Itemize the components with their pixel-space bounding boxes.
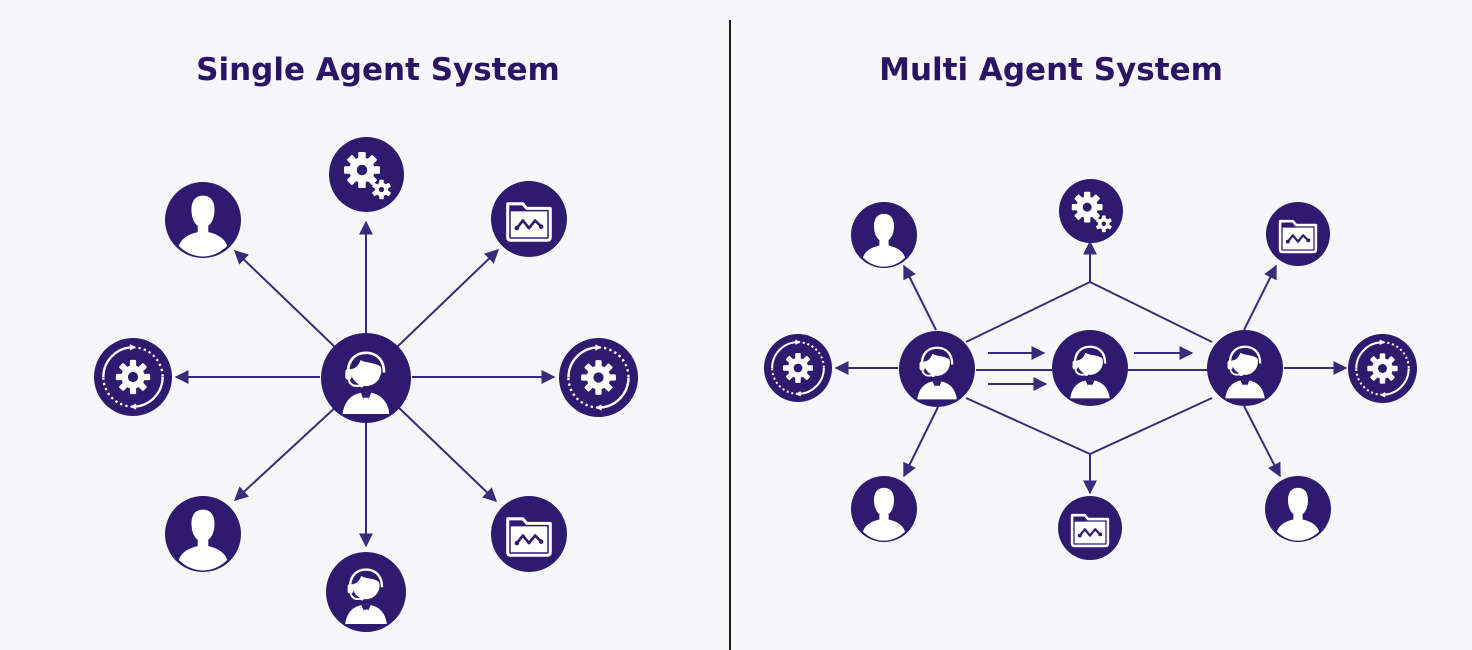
agent-icon xyxy=(899,331,975,407)
connector-to-user-bottom-left xyxy=(903,406,939,478)
diamond-edge xyxy=(1089,281,1213,343)
user-icon xyxy=(165,496,241,572)
user-icon xyxy=(851,202,917,268)
cycle-gear-icon xyxy=(764,334,832,402)
folder-icon xyxy=(1266,202,1330,266)
folder-icon xyxy=(1058,496,1122,560)
connector-to-folder-top-right xyxy=(1243,264,1277,331)
diamond-edge xyxy=(1089,397,1213,455)
user-icon xyxy=(165,182,241,258)
cycle-gear-icon xyxy=(559,338,638,417)
connector-to-top-right xyxy=(395,249,500,349)
multi-agent-connectors xyxy=(834,240,1348,495)
user-icon xyxy=(1265,476,1331,542)
connector-to-top-left xyxy=(233,250,339,351)
diamond-edge xyxy=(965,281,1091,343)
single-agent-connectors xyxy=(174,220,556,548)
folder-icon xyxy=(491,181,567,257)
connector-to-user-top-left xyxy=(903,264,937,331)
single-agent-title: Single Agent System xyxy=(196,52,560,88)
multi-agent-title: Multi Agent System xyxy=(879,52,1223,88)
agent-icon xyxy=(1207,330,1283,406)
agent-icon xyxy=(1052,330,1128,406)
connector-to-bottom-left xyxy=(233,404,339,501)
gears-icon xyxy=(1059,179,1123,243)
connector-to-bottom-right xyxy=(395,404,498,502)
user-icon xyxy=(851,476,917,542)
folder-icon xyxy=(491,496,567,572)
agent-icon xyxy=(326,552,406,632)
diamond-edge xyxy=(965,397,1091,455)
cycle-gear-icon xyxy=(1348,334,1417,403)
cycle-gear-icon xyxy=(94,338,172,416)
agent-icon xyxy=(321,333,411,423)
connector-to-user-bottom-right xyxy=(1243,405,1281,478)
gears-icon xyxy=(329,137,404,212)
